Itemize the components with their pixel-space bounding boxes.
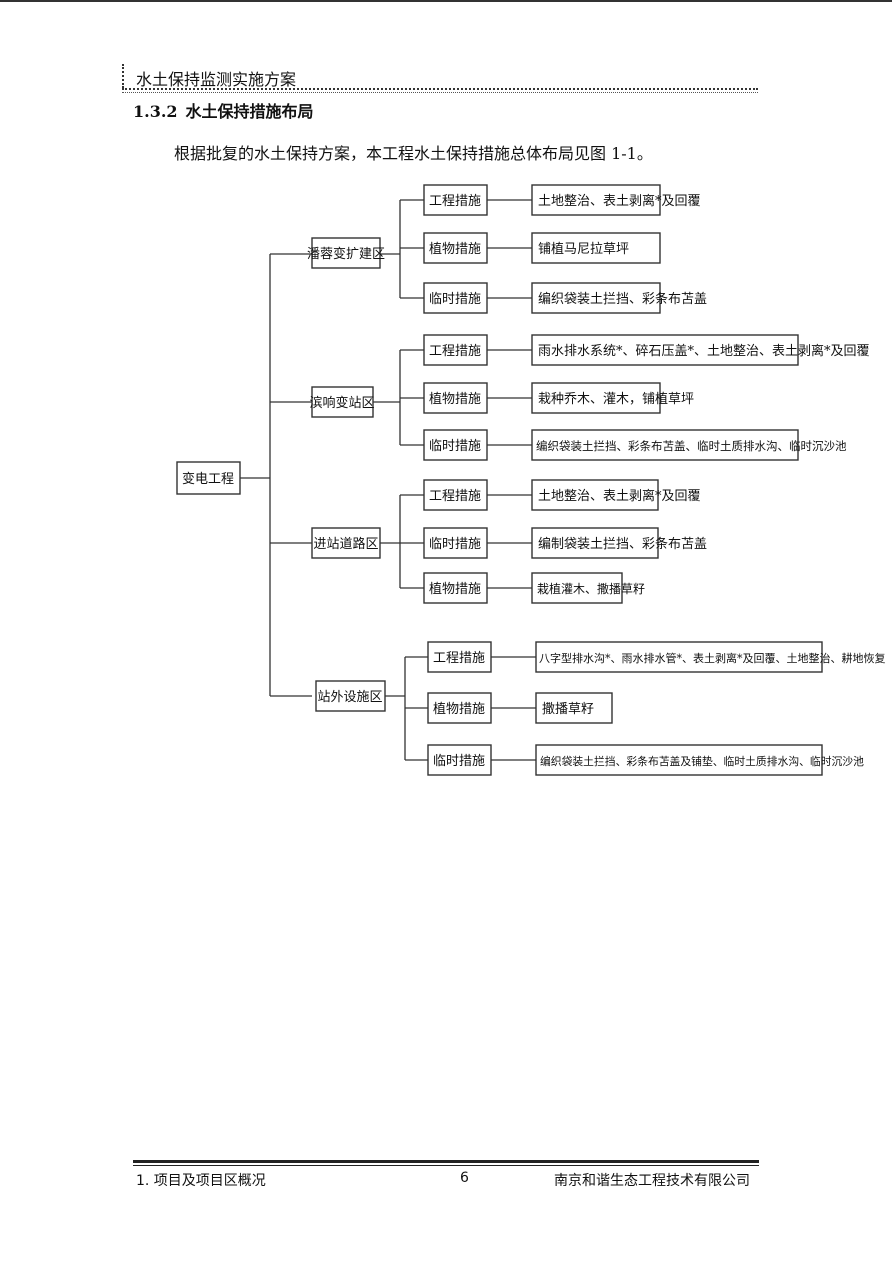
footer-page-number: 6 <box>460 1170 469 1186</box>
section-title: 水土保持措施布局 <box>185 102 314 121</box>
measure-type-node: 工程措施 <box>427 641 492 673</box>
section-number: 1.3.2 <box>133 102 178 121</box>
measure-type-label: 植物措施 <box>433 702 485 717</box>
measure-type-node: 工程措施 <box>423 184 488 216</box>
measure-type-node: 植物措施 <box>423 572 488 604</box>
measure-detail-label: 土地整治、表土剥离*及回覆 <box>538 193 701 209</box>
measure-detail-label: 铺植马尼拉草坪 <box>538 242 629 257</box>
measure-detail-node: 编织袋装土拦挡、彩条布苫盖及铺垫、临时土质排水沟、临时沉沙池 <box>535 744 864 776</box>
measure-type-label: 工程措施 <box>433 651 485 666</box>
measure-type-label: 工程措施 <box>429 194 481 209</box>
measure-detail-node: 编织袋装土拦挡、彩条布苫盖、临时土质排水沟、临时沉沙池 <box>531 429 847 461</box>
measure-detail-label: 编织袋装土拦挡、彩条布苫盖、临时土质排水沟、临时沉沙池 <box>536 439 847 453</box>
measure-type-node: 植物措施 <box>423 232 488 264</box>
measure-type-label: 临时措施 <box>429 537 481 552</box>
measure-detail-label: 撒播草籽 <box>542 701 594 717</box>
area-node: 潘蓉变扩建区 <box>307 237 385 269</box>
measure-type-label: 临时措施 <box>429 292 481 307</box>
area-label: 滨响变站区 <box>309 395 374 411</box>
measure-detail-node: 土地整治、表土剥离*及回覆 <box>531 184 701 216</box>
measure-detail-node: 撒播草籽 <box>535 692 613 724</box>
area-label: 站外设施区 <box>317 690 382 705</box>
measure-type-label: 临时措施 <box>429 439 481 454</box>
root-label: 变电工程 <box>182 471 234 487</box>
measure-detail-node: 八字型排水沟*、雨水排水管*、表土剥离*及回覆、土地整治、耕地恢复 <box>535 641 886 673</box>
header-dotted-rule <box>122 88 758 90</box>
measure-detail-label: 雨水排水系统*、碎石压盖*、土地整治、表土剥离*及回覆 <box>538 343 870 359</box>
measure-type-label: 植物措施 <box>429 242 481 257</box>
footer-thin-rule <box>133 1165 759 1166</box>
measure-detail-label: 栽种乔木、灌木，铺植草坪 <box>538 391 694 407</box>
header-marker <box>122 64 124 88</box>
measure-detail-label: 土地整治、表土剥离*及回覆 <box>538 488 701 504</box>
footer-thick-rule <box>133 1160 759 1163</box>
header-title: 水土保持监测实施方案 <box>136 70 297 89</box>
area-label: 进站道路区 <box>313 536 378 552</box>
measure-type-node: 植物措施 <box>427 692 492 724</box>
measure-type-node: 临时措施 <box>423 282 488 314</box>
measure-detail-label: 八字型排水沟*、雨水排水管*、表土剥离*及回覆、土地整治、耕地恢复 <box>539 651 886 665</box>
measure-type-node: 临时措施 <box>423 527 488 559</box>
measure-detail-node: 栽植灌木、撒播草籽 <box>531 572 645 604</box>
area-node: 滨响变站区 <box>309 386 375 418</box>
measure-detail-node: 铺植马尼拉草坪 <box>531 232 661 264</box>
measure-detail-node: 土地整治、表土剥离*及回覆 <box>531 479 701 511</box>
top-border <box>0 0 892 2</box>
area-label: 潘蓉变扩建区 <box>307 246 385 262</box>
measure-type-node: 临时措施 <box>427 744 492 776</box>
root-node: 变电工程 <box>176 461 241 495</box>
page-header: 水土保持监测实施方案 <box>122 62 758 93</box>
measure-type-label: 临时措施 <box>433 754 485 769</box>
footer-company: 南京和谐生态工程技术有限公司 <box>554 1173 750 1189</box>
diagram-connectors <box>240 199 536 761</box>
measure-detail-label: 编织袋装土拦挡、彩条布苫盖及铺垫、临时土质排水沟、临时沉沙池 <box>540 754 864 768</box>
intro-paragraph: 根据批复的水土保持方案，本工程水土保持措施总体布局见图 1-1。 <box>174 144 653 163</box>
section-heading: 1.3.2 水土保持措施布局 <box>133 98 314 122</box>
measure-detail-node: 栽种乔木、灌木，铺植草坪 <box>531 382 694 414</box>
measure-detail-label: 编织袋装土拦挡、彩条布苫盖 <box>538 291 707 307</box>
measure-detail-label: 编制袋装土拦挡、彩条布苫盖 <box>538 536 707 552</box>
measure-type-label: 工程措施 <box>429 344 481 359</box>
measure-type-label: 植物措施 <box>429 392 481 407</box>
measure-detail-label: 栽植灌木、撒播草籽 <box>537 581 645 596</box>
area-node: 进站道路区 <box>311 527 381 559</box>
header-dotted-rule-secondary <box>122 92 758 93</box>
measure-type-node: 植物措施 <box>423 382 488 414</box>
measure-type-label: 工程措施 <box>429 489 481 504</box>
measure-type-node: 工程措施 <box>423 479 488 511</box>
measure-type-node: 工程措施 <box>423 334 488 366</box>
measure-detail-node: 编制袋装土拦挡、彩条布苫盖 <box>531 527 707 559</box>
measure-type-label: 植物措施 <box>429 582 481 597</box>
footer-chapter: 1. 项目及项目区概况 <box>136 1173 266 1189</box>
measure-type-node: 临时措施 <box>423 429 488 461</box>
measure-detail-node: 编织袋装土拦挡、彩条布苫盖 <box>531 282 707 314</box>
area-node: 站外设施区 <box>315 680 386 712</box>
measure-detail-node: 雨水排水系统*、碎石压盖*、土地整治、表土剥离*及回覆 <box>531 334 870 366</box>
